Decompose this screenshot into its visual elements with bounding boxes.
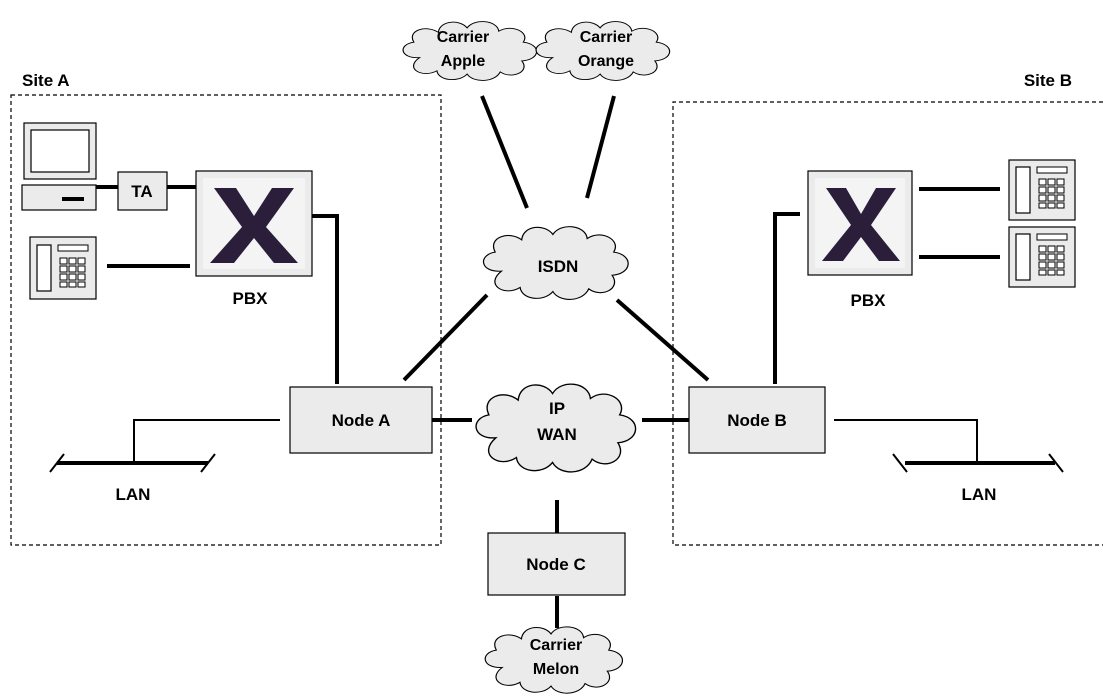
lan-a-end-left	[49, 453, 65, 473]
pbx-a-label: PBX	[233, 289, 269, 308]
lan-b-end-left	[892, 453, 908, 473]
computer-icon	[21, 122, 97, 211]
site-b-label: Site B	[1024, 71, 1072, 90]
link-orange-isdn	[585, 95, 616, 199]
link-apple-isdn	[480, 95, 529, 209]
pbx-b-label: PBX	[851, 291, 887, 310]
ta-label: TA	[131, 182, 152, 201]
node-c-box	[487, 532, 626, 596]
site-a-label: Site A	[22, 71, 70, 90]
cloud-carrier-orange-line1: Carrier	[580, 29, 632, 46]
node-b-label: Node B	[727, 411, 787, 430]
site-b-boundary	[672, 101, 1103, 546]
phone-b1-icon	[1008, 159, 1076, 221]
phone-b2-icon	[1008, 226, 1076, 288]
cloud-ip-wan	[475, 383, 637, 473]
site-a-boundary	[10, 94, 442, 546]
cloud-carrier-apple	[402, 21, 538, 81]
cloud-isdn-label: ISDN	[538, 257, 579, 276]
lan-b-end-right	[1048, 453, 1064, 473]
ta-box	[117, 171, 168, 211]
phone-a-icon	[29, 236, 97, 300]
connections	[49, 95, 1064, 628]
link-nodea-lan-a	[133, 419, 280, 463]
lan-a-end-right	[200, 453, 216, 473]
link-pbxb-nodeb	[773, 212, 800, 384]
pbx-a-icon	[195, 170, 313, 277]
link-isdn-nodea	[402, 293, 489, 382]
cloud-isdn	[483, 226, 629, 300]
link-pbxa-nodea	[312, 214, 339, 384]
cloud-carrier-orange-line2: Orange	[578, 53, 634, 70]
cloud-carrier-orange	[535, 21, 671, 81]
node-b-box	[688, 386, 826, 454]
node-a-box	[289, 386, 433, 454]
pbx-a-x-mark	[210, 188, 298, 263]
cloud-carrier-melon	[484, 626, 624, 694]
link-isdn-nodeb	[615, 298, 710, 382]
cloud-carrier-melon-line1: Carrier	[530, 637, 582, 654]
cloud-ip-wan-line2: WAN	[537, 425, 577, 444]
pbx-b-icon	[807, 170, 913, 276]
pbx-b-x-mark	[822, 188, 900, 261]
link-nodeb-lan-b	[834, 419, 978, 463]
cloud-ip-wan-line1: IP	[549, 399, 565, 418]
node-c-label: Node C	[526, 555, 586, 574]
node-a-label: Node A	[332, 411, 391, 430]
cloud-carrier-melon-line2: Melon	[533, 661, 579, 678]
lan-a-label: LAN	[116, 485, 151, 504]
lan-b-label: LAN	[962, 485, 997, 504]
cloud-carrier-apple-line1: Carrier	[437, 29, 489, 46]
cloud-carrier-apple-line2: Apple	[441, 53, 486, 70]
